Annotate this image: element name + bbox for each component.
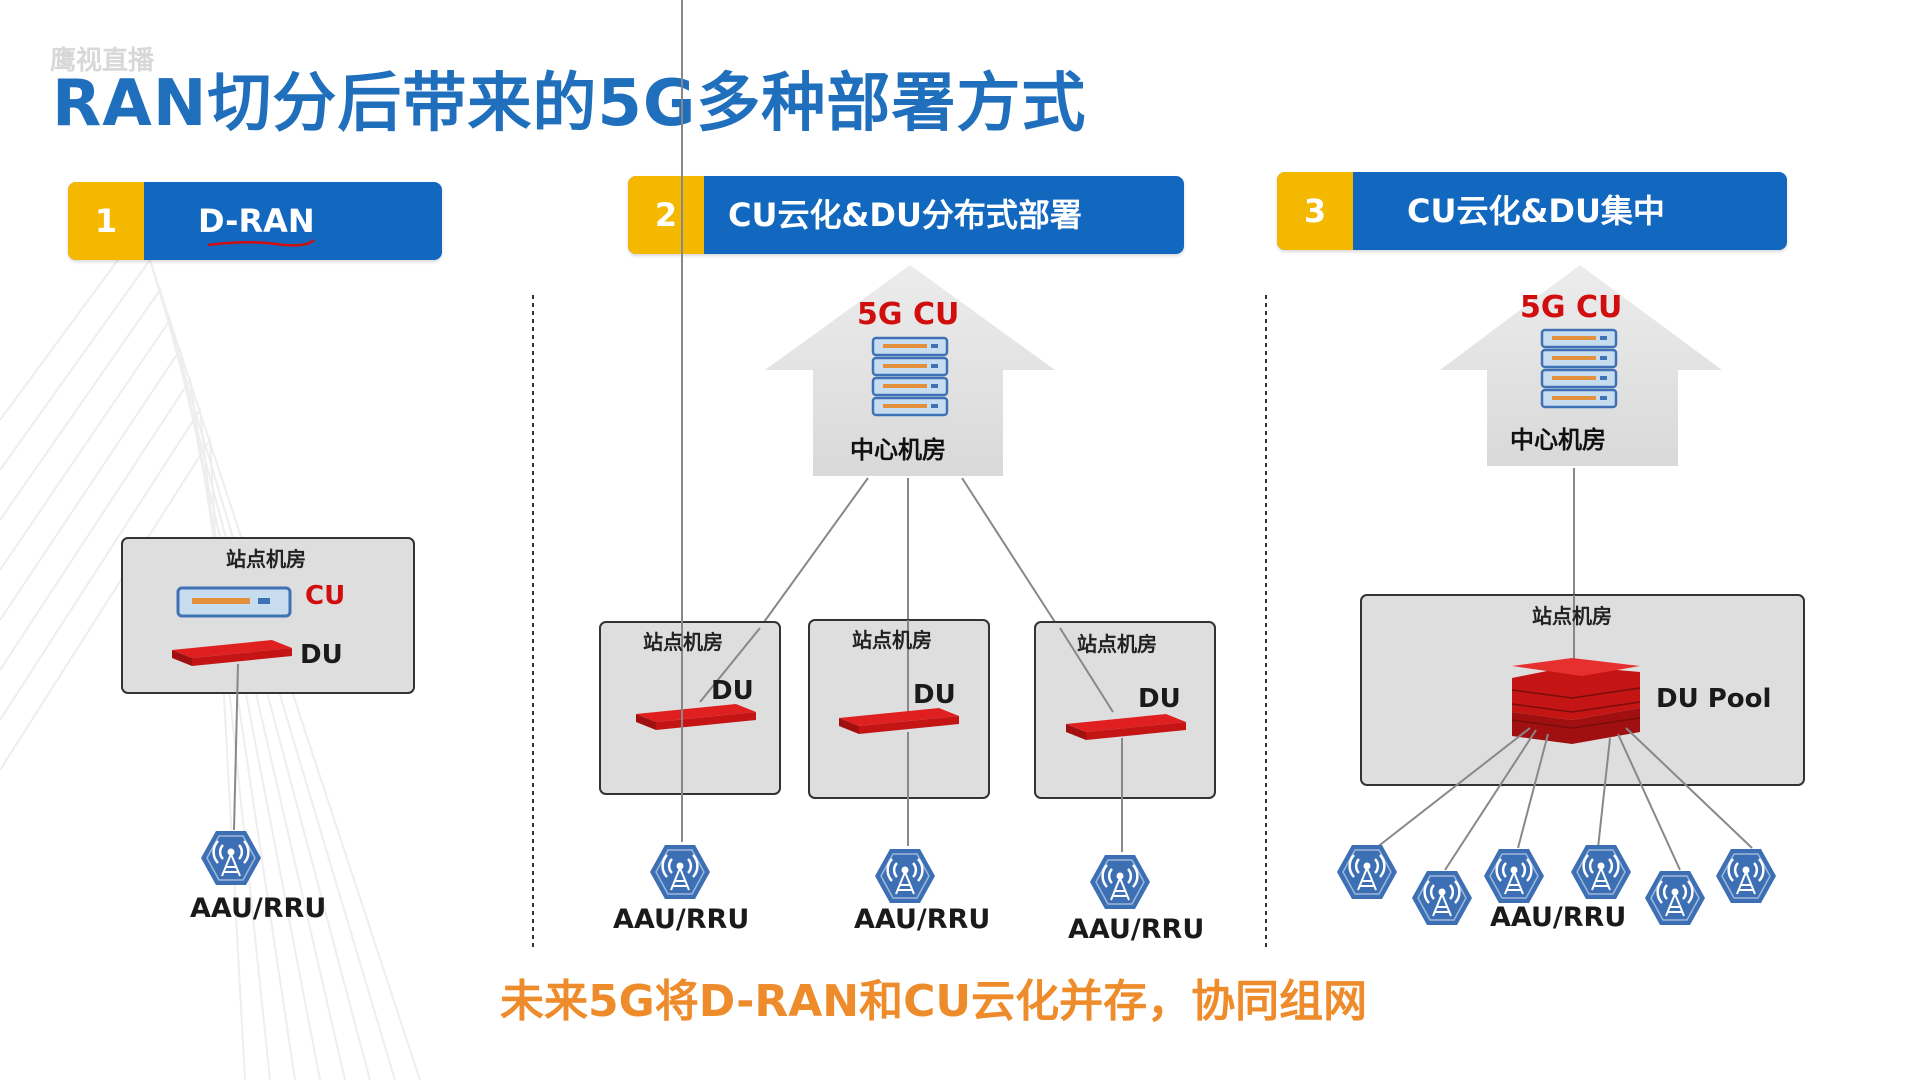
- antenna-icon: [1643, 869, 1707, 927]
- site-room-label: 站点机房: [643, 630, 723, 654]
- section-number-1: 1: [68, 182, 144, 260]
- site-room-label: 站点机房: [852, 628, 932, 652]
- antenna-icon: [648, 843, 712, 901]
- du-label: DU: [711, 676, 754, 706]
- footer-conclusion: 未来5G将D-RAN和CU云化并存，协同组网: [500, 976, 1368, 1027]
- antenna-icon: [1335, 843, 1399, 901]
- section-header-3: 3 CU云化&DU集中: [1277, 172, 1787, 250]
- section-header-2: 2 CU云化&DU分布式部署: [628, 176, 1184, 254]
- cu-board-icon: [176, 586, 292, 618]
- section-header-1: 1 D-RAN: [68, 182, 442, 260]
- site-room-label: 站点机房: [226, 547, 306, 571]
- du-label: DU: [913, 680, 956, 710]
- site-room-box-2a: [599, 621, 781, 795]
- watermark: 鹰视直播: [50, 46, 155, 76]
- section-number-2: 2: [628, 176, 704, 254]
- center-room-label: 中心机房: [1510, 426, 1606, 454]
- section-label-3: CU云化&DU集中: [1407, 192, 1665, 230]
- aau-rru-label: AAU/RRU: [1490, 902, 1627, 933]
- page-title: RAN切分后带来的5G多种部署方式: [52, 67, 1087, 141]
- section-number-3: 3: [1277, 172, 1353, 250]
- site-room-label: 站点机房: [1077, 632, 1157, 656]
- du-pool-icon: [1511, 658, 1641, 744]
- cu-label: CU: [305, 581, 346, 611]
- antenna-icon: [1714, 847, 1778, 905]
- cu-5g-label: 5G CU: [1520, 290, 1623, 325]
- aau-rru-label: AAU/RRU: [1068, 914, 1205, 945]
- cu-5g-label: 5G CU: [857, 297, 960, 332]
- du-label: DU: [1138, 684, 1181, 714]
- site-room-box-2b: [808, 619, 990, 799]
- aau-rru-label: AAU/RRU: [190, 893, 327, 924]
- antenna-icon: [1482, 847, 1546, 905]
- du-label: DU: [300, 640, 343, 670]
- aau-rru-label: AAU/RRU: [854, 904, 991, 935]
- site-room-box-2c: [1034, 621, 1216, 799]
- antenna-icon: [1569, 843, 1633, 901]
- underline-annotation: [207, 239, 315, 247]
- aau-rru-label: AAU/RRU: [613, 904, 750, 935]
- antenna-icon: [873, 847, 937, 905]
- antenna-icon: [199, 829, 263, 887]
- du-pool-label: DU Pool: [1656, 684, 1772, 714]
- section-label-1: D-RAN: [198, 202, 315, 240]
- antenna-icon: [1088, 853, 1152, 911]
- center-room-label: 中心机房: [850, 436, 946, 464]
- antenna-icon: [1410, 869, 1474, 927]
- link-du-aau-1: [233, 663, 239, 831]
- site-room-label: 站点机房: [1532, 604, 1612, 628]
- section-label-2: CU云化&DU分布式部署: [728, 196, 1082, 234]
